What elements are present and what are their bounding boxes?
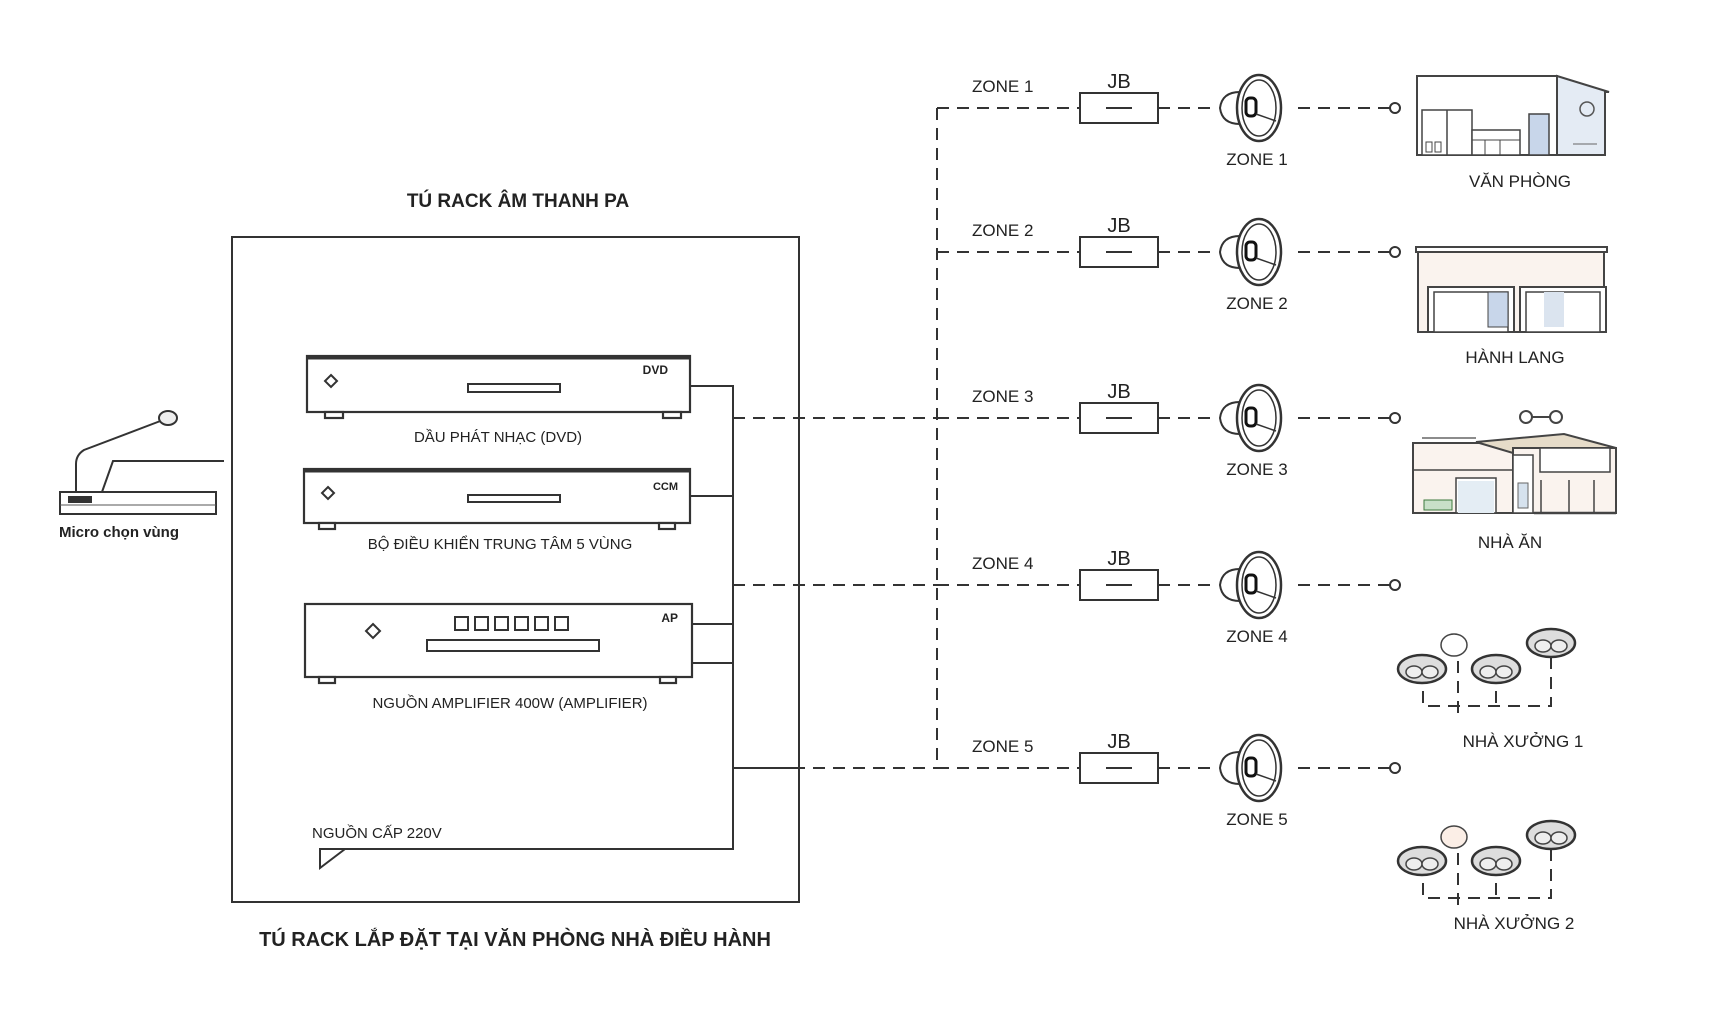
amplifier-icon: AP bbox=[303, 602, 694, 685]
zone-line-label: ZONE 5 bbox=[972, 737, 1033, 756]
ceiling-speaker-icon bbox=[1525, 819, 1577, 851]
horn-speaker-icon bbox=[1218, 217, 1283, 287]
area-label: NHÀ XƯỞNG 1 bbox=[1463, 732, 1584, 751]
junction-box-label: JB bbox=[1107, 381, 1130, 403]
zone-line-2: ZONE 2 JB ZONE 2 bbox=[937, 215, 1401, 313]
micro-label: Micro chọn vùng bbox=[59, 524, 179, 541]
zone-line-3: ZONE 3 JB ZONE 3 bbox=[937, 381, 1401, 479]
amplifier-label: NGUỒN AMPLIFIER 400W (AMPLIFIER) bbox=[372, 694, 647, 712]
zone-line-1: ZONE 1 JB ZONE 1 bbox=[937, 71, 1401, 169]
junction-box-icon bbox=[1079, 569, 1159, 601]
rack-title: TÚ RACK ÂM THANH PA bbox=[407, 190, 630, 212]
dvd-badge: DVD bbox=[643, 363, 669, 377]
terminal-node bbox=[1389, 102, 1401, 114]
junction-box-icon bbox=[1079, 402, 1159, 434]
ceiling-speaker-icon bbox=[1470, 653, 1522, 685]
speaker-zone-label: ZONE 5 bbox=[1226, 810, 1287, 829]
horn-speaker-icon bbox=[1218, 383, 1283, 453]
zone-line-4: ZONE 4 JB ZONE 4 bbox=[937, 548, 1401, 646]
zone-areas: VĂN PHÒNG HÀNH LANG NHÀ ĂN NHÀ XƯỞNG 1 NHÀ X… bbox=[1396, 172, 1584, 933]
zone-line-5: ZONE 5 JB ZONE 5 bbox=[937, 731, 1401, 829]
area-label: NHÀ XƯỞNG 2 bbox=[1454, 914, 1575, 933]
area-label: VĂN PHÒNG bbox=[1469, 172, 1571, 191]
output-wiring bbox=[733, 108, 938, 769]
paging-microphone-icon bbox=[59, 410, 224, 515]
amplifier-badge: AP bbox=[661, 611, 678, 625]
ceiling-speakers-icon bbox=[1396, 819, 1577, 907]
ceiling-speaker-icon bbox=[1525, 627, 1577, 659]
dvd-label: DẦU PHÁT NHẠC (DVD) bbox=[414, 429, 582, 446]
dvd-player-icon: DVD bbox=[305, 354, 692, 420]
area-label: HÀNH LANG bbox=[1465, 348, 1564, 367]
zone-line-label: ZONE 2 bbox=[972, 221, 1033, 240]
zone-line-label: ZONE 3 bbox=[972, 387, 1033, 406]
rack-internal-wiring bbox=[330, 385, 734, 850]
zone-line-label: ZONE 1 bbox=[972, 77, 1033, 96]
ceiling-speaker-icon bbox=[1396, 845, 1448, 877]
speaker-zone-label: ZONE 2 bbox=[1226, 294, 1287, 313]
rack-footer: TÚ RACK LẮP ĐẶT TẠI VĂN PHÒNG NHÀ ĐIỀU H… bbox=[259, 927, 771, 951]
horn-speaker-icon bbox=[1218, 733, 1283, 803]
terminal-node bbox=[1389, 762, 1401, 774]
junction-box-icon bbox=[1079, 92, 1159, 124]
power-input-icon bbox=[319, 848, 348, 871]
corridor-building-icon bbox=[1415, 246, 1608, 333]
speaker-zone-label: ZONE 4 bbox=[1226, 627, 1287, 646]
horn-speaker-icon bbox=[1218, 73, 1283, 143]
ceiling-speaker-icon bbox=[1470, 845, 1522, 877]
ceiling-speaker-icon bbox=[1396, 653, 1448, 685]
power-label: NGUỒN CẤP 220V bbox=[312, 824, 442, 842]
junction-box-icon bbox=[1079, 752, 1159, 784]
junction-box-label: JB bbox=[1107, 548, 1130, 570]
canteen-building-icon bbox=[1412, 410, 1617, 515]
controller-label: BỘ ĐIỀU KHIỂN TRUNG TÂM 5 VÙNG bbox=[368, 535, 633, 553]
speaker-zone-label: ZONE 3 bbox=[1226, 460, 1287, 479]
junction-box-label: JB bbox=[1107, 731, 1130, 753]
junction-box-label: JB bbox=[1107, 71, 1130, 93]
ceiling-speakers-icon bbox=[1396, 627, 1577, 715]
junction-box-label: JB bbox=[1107, 215, 1130, 237]
terminal-node bbox=[1389, 412, 1401, 424]
junction-box-icon bbox=[1079, 236, 1159, 268]
horn-speaker-icon bbox=[1218, 550, 1283, 620]
controller-badge: CCM bbox=[653, 481, 678, 493]
zone-controller-icon: CCM bbox=[302, 467, 692, 531]
terminal-node bbox=[1389, 246, 1401, 258]
office-building-icon bbox=[1416, 74, 1610, 156]
terminal-node bbox=[1389, 579, 1401, 591]
area-label: NHÀ ĂN bbox=[1478, 533, 1542, 552]
speaker-zone-label: ZONE 1 bbox=[1226, 150, 1287, 169]
zone-line-label: ZONE 4 bbox=[972, 554, 1033, 573]
rack-cabinet bbox=[231, 236, 800, 903]
